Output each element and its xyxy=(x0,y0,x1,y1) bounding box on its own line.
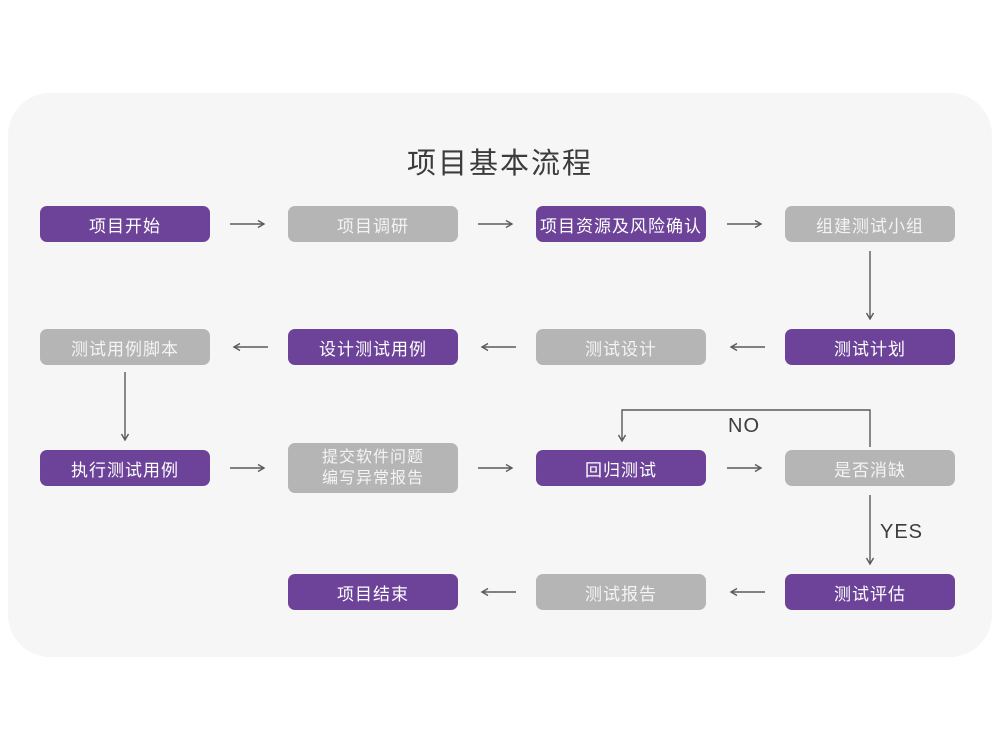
flowchart-card xyxy=(8,93,992,657)
node-project-end: 项目结束 xyxy=(288,574,458,610)
node-build-test-team: 组建测试小组 xyxy=(785,206,955,242)
node-execute-test-cases: 执行测试用例 xyxy=(40,450,210,486)
node-regression-test: 回归测试 xyxy=(536,450,706,486)
node-project-research: 项目调研 xyxy=(288,206,458,242)
edge-label-yes: YES xyxy=(880,521,924,543)
node-test-report: 测试报告 xyxy=(536,574,706,610)
node-test-plan: 测试计划 xyxy=(785,329,955,365)
node-test-evaluation: 测试评估 xyxy=(785,574,955,610)
edge-label-no: NO xyxy=(728,415,760,437)
node-defect-cleared: 是否消缺 xyxy=(785,450,955,486)
node-test-case-scripts: 测试用例脚本 xyxy=(40,329,210,365)
node-resource-risk: 项目资源及风险确认 xyxy=(536,206,706,242)
node-project-start: 项目开始 xyxy=(40,206,210,242)
node-submit-issue-report: 提交软件问题 编写异常报告 xyxy=(288,443,458,493)
node-design-test-cases: 设计测试用例 xyxy=(288,329,458,365)
page-title: 项目基本流程 xyxy=(406,148,593,180)
node-test-design: 测试设计 xyxy=(536,329,706,365)
